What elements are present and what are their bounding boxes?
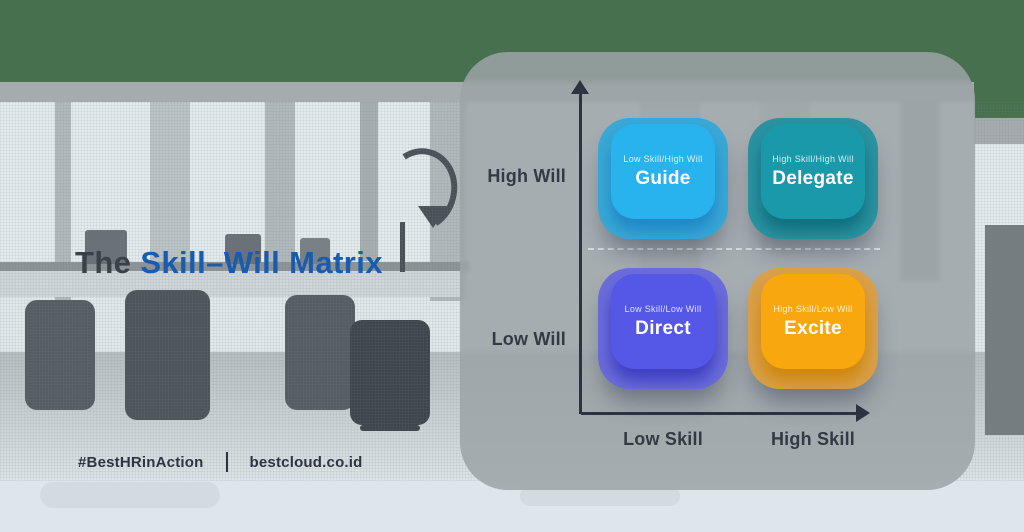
chair-silhouette (25, 300, 95, 410)
window-pillar (55, 101, 71, 311)
quadrant-card-inner: Low Skill/High Will Guide (611, 124, 715, 219)
desk-lamp-silhouette (418, 206, 448, 228)
quadrant-card-excite: High Skill/Low Will Excite (748, 268, 878, 389)
window-pillar (150, 101, 190, 266)
quadrant-card-direct: Low Skill/Low Will Direct (598, 268, 728, 389)
axis-label-low-skill: Low Skill (623, 429, 703, 449)
axis-label-high-will: High Will (487, 166, 566, 186)
chair-silhouette (285, 295, 355, 410)
monitor-silhouette (85, 230, 127, 264)
quadrant-name: Guide (635, 167, 691, 189)
office-chair-base (360, 425, 420, 431)
page-title-highlight: Skill–Will Matrix (140, 245, 383, 280)
axis-label-high-skill: High Skill (770, 429, 855, 449)
quadrant-card-delegate: High Skill/High Will Delegate (748, 118, 878, 239)
wall-column-silhouette (985, 225, 1024, 435)
page-title-prefix: The (75, 245, 141, 280)
quadrant-name: Excite (784, 317, 842, 339)
quadrant-tag: Low Skill/Low Will (624, 303, 702, 314)
page-title: The Skill–Will Matrix (75, 245, 383, 281)
desk-silhouette (0, 271, 460, 297)
chair-silhouette (125, 290, 210, 420)
skill-axis-line (581, 412, 859, 415)
desk-lamp-silhouette (400, 222, 405, 272)
quadrant-name: Delegate (772, 167, 854, 189)
quadrant-name: Direct (635, 317, 691, 339)
floor-highlight (40, 482, 220, 508)
quadrant-divider-dashed-line (588, 248, 880, 250)
quadrant-tag: High Skill/High Will (772, 153, 854, 164)
office-chair-silhouette (350, 320, 430, 425)
axis-label-low-will: Low Will (491, 329, 566, 349)
matrix-panel (460, 52, 975, 490)
window-pillar (265, 101, 295, 269)
monitor-silhouette (225, 234, 261, 264)
floor-highlight (520, 486, 680, 506)
quadrant-card-guide: Low Skill/High Will Guide (598, 118, 728, 239)
background-gray-band-right (974, 118, 1024, 144)
will-axis-line (579, 94, 582, 414)
footer-hashtag: #BestHRinAction (78, 453, 204, 471)
quadrant-card-inner: High Skill/Low Will Excite (761, 274, 865, 369)
monitor-silhouette (300, 238, 330, 264)
desk-silhouette (0, 262, 470, 271)
quadrant-card-inner: Low Skill/Low Will Direct (611, 274, 715, 369)
footer: #BestHRinAction bestcloud.co.id (78, 452, 363, 472)
quadrant-card-inner: High Skill/High Will Delegate (761, 124, 865, 219)
background-top-right-corner (974, 0, 1024, 118)
will-axis-arrow-icon (571, 80, 589, 94)
skill-axis-arrow-icon (856, 404, 870, 422)
footer-website: bestcloud.co.id (249, 453, 363, 471)
quadrant-tag: High Skill/Low Will (773, 303, 853, 314)
window-pillar (360, 101, 378, 261)
quadrant-tag: Low Skill/High Will (623, 153, 703, 164)
footer-divider (225, 452, 228, 472)
